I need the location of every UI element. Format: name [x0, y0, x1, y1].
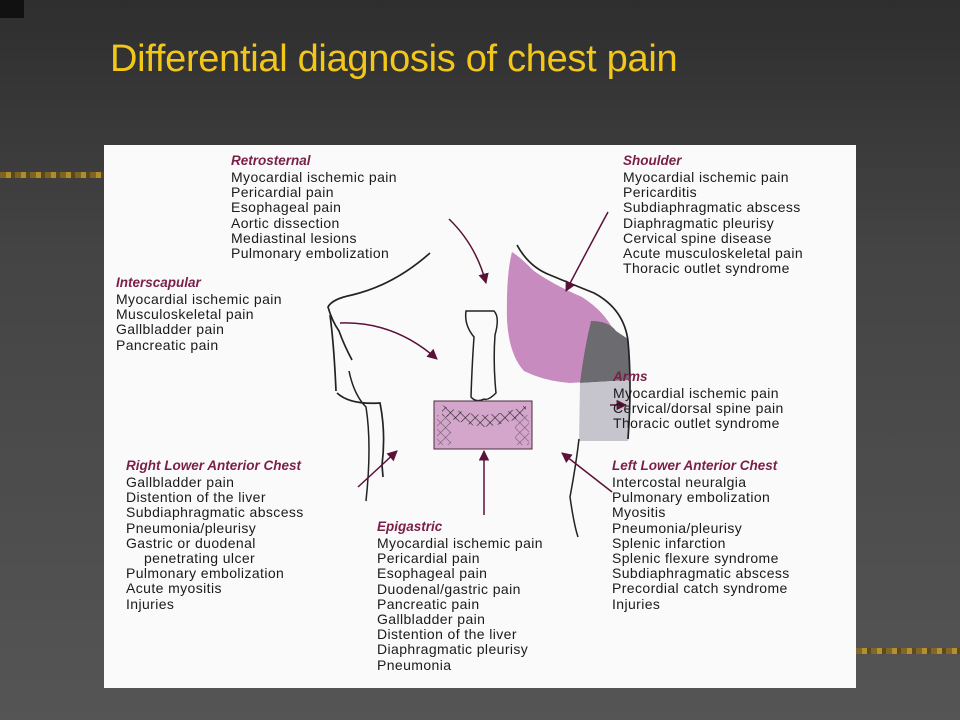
- right-lower-item: Gastric or duodenal: [126, 534, 256, 551]
- left-arm-outline: [348, 370, 370, 502]
- shoulder-group: Shoulder Myocardial ischemic pain Perica…: [623, 153, 803, 276]
- right-lower-heading: Right Lower Anterior Chest: [126, 458, 302, 473]
- epigastric-group: Epigastric Myocardial ischemic pain Peri…: [377, 519, 543, 673]
- shoulder-item: Diaphragmatic pleurisy: [623, 214, 775, 231]
- torso-outline: [327, 252, 431, 478]
- right-lower-item: Pneumonia/pleurisy: [126, 519, 257, 536]
- right-lower-item: Injuries: [126, 595, 175, 612]
- shoulder-item: Myocardial ischemic pain: [623, 169, 789, 185]
- retrosternal-item: Pericardial pain: [231, 184, 334, 201]
- arms-group: Arms Myocardial ischemic pain Cervical/d…: [613, 369, 784, 432]
- retrosternal-item: Pulmonary embolization: [231, 245, 390, 262]
- left-lower-item: Splenic infarction: [612, 534, 726, 551]
- arms-item: Thoracic outlet syndrome: [613, 415, 780, 432]
- epigastric-item: Diaphragmatic pleurisy: [377, 641, 529, 658]
- corner-decoration: [0, 0, 24, 18]
- right-lower-item: Gallbladder pain: [126, 474, 235, 490]
- right-body-outline: [516, 244, 631, 440]
- right-lower-item: Acute myositis: [126, 580, 222, 597]
- left-lower-item: Subdiaphragmatic abscess: [612, 565, 790, 582]
- shoulder-dark-region: [580, 321, 630, 383]
- left-lower-item: Myositis: [612, 504, 666, 521]
- retrosternal-item: Mediastinal lesions: [231, 229, 357, 246]
- right-lower-item: Distention of the liver: [126, 489, 266, 506]
- sternum: [464, 310, 498, 402]
- interscapular-item: Gallbladder pain: [116, 321, 225, 338]
- arms-item: Myocardial ischemic pain: [613, 385, 779, 401]
- interscapular-group: Interscapular Myocardial ischemic pain M…: [116, 275, 282, 353]
- left-lower-heading: Left Lower Anterior Chest: [612, 458, 778, 473]
- left-lower-item: Pneumonia/pleurisy: [612, 519, 743, 536]
- epigastric-item: Myocardial ischemic pain: [377, 535, 543, 551]
- right-lower-item: Subdiaphragmatic abscess: [126, 504, 304, 521]
- retrosternal-arrow: [448, 218, 489, 285]
- shoulder-item: Acute musculoskeletal pain: [623, 245, 804, 262]
- left-lower-item: Splenic flexure syndrome: [612, 550, 779, 567]
- arm-pain-region: [579, 380, 630, 441]
- epigastric-item: Esophageal pain: [377, 565, 488, 582]
- right-lower-item: penetrating ulcer: [144, 550, 256, 567]
- right-lower-item: Pulmonary embolization: [126, 565, 285, 582]
- shoulder-arrow: [565, 211, 609, 292]
- epigastric-hatched-region: [442, 405, 526, 427]
- arms-heading: Arms: [613, 369, 648, 384]
- retrosternal-heading: Retrosternal: [231, 153, 311, 168]
- retrosternal-group: Retrosternal Myocardial ischemic pain Pe…: [231, 153, 397, 261]
- decorative-stripe-right: [856, 648, 960, 654]
- shoulder-item: Pericarditis: [623, 184, 698, 201]
- interscapular-item: Pancreatic pain: [116, 336, 219, 353]
- shoulder-item: Cervical spine disease: [623, 229, 772, 246]
- decorative-stripe-left: [0, 172, 104, 178]
- epigastric-heading: Epigastric: [377, 519, 443, 534]
- epigastric-item: Gallbladder pain: [377, 611, 486, 628]
- interscapular-heading: Interscapular: [116, 275, 201, 290]
- left-lower-anterior-chest-group: Left Lower Anterior Chest Intercostal ne…: [612, 458, 790, 612]
- retrosternal-item: Esophageal pain: [231, 199, 342, 216]
- torso-illustration: [327, 211, 631, 538]
- shoulder-item: Thoracic outlet syndrome: [623, 260, 790, 277]
- left-lower-item: Injuries: [612, 595, 661, 612]
- epigastric-item: Distention of the liver: [377, 626, 517, 643]
- right-torso-outline: [569, 438, 580, 538]
- epigastric-item: Pancreatic pain: [377, 595, 480, 612]
- slide-title: Differential diagnosis of chest pain: [110, 38, 678, 80]
- epigastric-item: Duodenal/gastric pain: [377, 580, 521, 597]
- chest-pain-diagram: Retrosternal Myocardial ischemic pain Pe…: [104, 145, 856, 688]
- left-lower-item: Precordial catch syndrome: [612, 580, 788, 597]
- arms-item: Cervical/dorsal spine pain: [613, 400, 784, 417]
- right-lower-anterior-chest-group: Right Lower Anterior Chest Gallbladder p…: [126, 458, 304, 612]
- left-lower-item: Intercostal neuralgia: [612, 474, 747, 490]
- right-lower-arrow: [357, 450, 398, 488]
- left-lower-item: Pulmonary embolization: [612, 489, 771, 506]
- retrosternal-item: Aortic dissection: [231, 214, 340, 231]
- retrosternal-item: Myocardial ischemic pain: [231, 169, 397, 185]
- interscapular-item: Musculoskeletal pain: [116, 306, 254, 323]
- shoulder-item: Subdiaphragmatic abscess: [623, 199, 801, 216]
- epigastric-item: Pericardial pain: [377, 550, 480, 567]
- shoulder-heading: Shoulder: [623, 153, 682, 168]
- interscapular-arrow: [339, 322, 438, 360]
- left-lower-arrow: [561, 452, 613, 493]
- interscapular-item: Myocardial ischemic pain: [116, 291, 282, 307]
- epigastric-item: Pneumonia: [377, 656, 452, 673]
